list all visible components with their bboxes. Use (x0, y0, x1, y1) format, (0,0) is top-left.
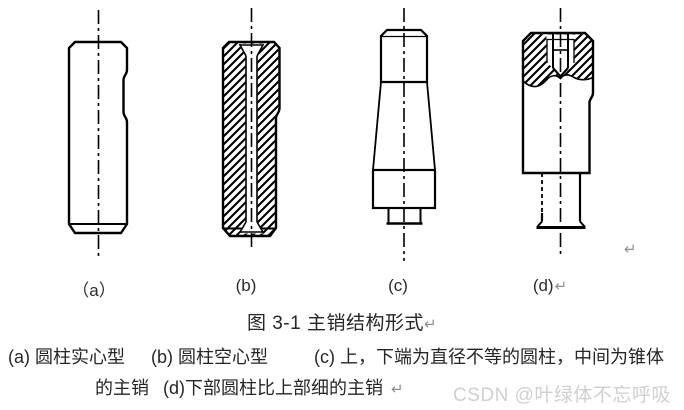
description-item-c: (c) 上，下端为直径不等的圆柱，中间为锥体 (314, 347, 664, 367)
panel-label-d-text: (d) (532, 276, 554, 295)
description-item-d: (d)下部圆柱比上部细的主销 (163, 378, 383, 398)
csdn-watermark: CSDN @叶绿体不忘呼吸 (453, 385, 671, 406)
description-item-c-continued: 的主销 (95, 378, 149, 398)
drawing-d-thinner-lower-pin (521, 8, 595, 258)
drawing-b-hollow-cylinder-pin (221, 8, 281, 250)
figure-caption-text: 图 3-1 主销结构形式 (246, 313, 424, 334)
line-break-mark: ↵ (554, 278, 568, 295)
drawing-c-taper-middle-pin (371, 8, 437, 261)
line-break-mark: ↵ (423, 316, 438, 333)
panel-labels-row: （a） (b) (c) (d)↵ (0, 276, 684, 300)
drawing-a-solid-cylinder-pin (67, 10, 129, 258)
panel-label-d: (d)↵ (533, 276, 567, 296)
panel-label-c: (c) (388, 276, 408, 295)
description-line-1: (a) 圆柱实心型 (b) 圆柱空心型 (c) 上，下端为直径不等的圆柱，中间为锥体 (8, 343, 684, 369)
panel-label-a: （a） (72, 281, 116, 300)
description-item-b: (b) 圆柱空心型 (151, 347, 268, 367)
description-item-a: (a) 圆柱实心型 (8, 347, 125, 367)
panel-label-b: (b) (235, 276, 257, 295)
description-line-2: 的主销 (d)下部圆柱比上部细的主销 ↵ (95, 374, 404, 400)
line-break-mark: ↵ (624, 241, 637, 258)
pin-structure-drawings (67, 8, 595, 261)
figure-caption: 图 3-1 主销结构形式↵ (0, 308, 684, 335)
line-break-mark: ↵ (391, 381, 404, 398)
